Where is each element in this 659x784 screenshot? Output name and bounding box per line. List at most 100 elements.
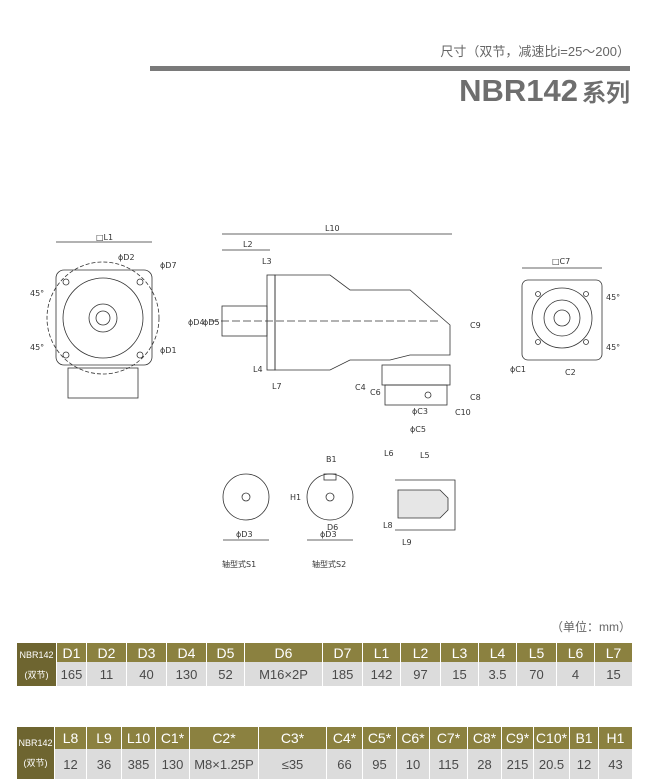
table-cell: 20.5 (534, 749, 570, 779)
label-c3: ϕC3 (412, 407, 428, 416)
column-header: H1 (599, 727, 633, 749)
dimension-subtitle: 尺寸（双节，减速比i=25～200） (440, 44, 630, 59)
table-cell: 43 (599, 749, 633, 779)
table-cell: 28 (468, 749, 502, 779)
label-45d: 45° (606, 343, 620, 352)
table-cell: 3.5 (479, 662, 517, 686)
shaft-s1: ϕD3 轴型式S1 (222, 473, 270, 569)
label-s2-d3: ϕD3 (320, 530, 337, 539)
label-45a: 45° (30, 289, 44, 298)
table-cell: 142 (363, 662, 401, 686)
label-c7: □C7 (552, 257, 570, 266)
table-cell: 97 (401, 662, 441, 686)
table-cell: 12 (55, 749, 87, 779)
column-header: L8 (55, 727, 87, 749)
table-cell: ≤35 (259, 749, 327, 779)
column-header: C1* (156, 727, 190, 749)
model-name: NBR142 (19, 649, 54, 660)
label-l10: L10 (325, 224, 340, 233)
label-d7: ϕD7 (160, 261, 177, 270)
label-l6: L6 (384, 449, 394, 458)
label-l5: L5 (420, 451, 430, 460)
label-b1: B1 (326, 455, 337, 464)
table-cell: 215 (502, 749, 534, 779)
column-header: L4 (479, 643, 517, 662)
caption-s2: 轴型式S2 (312, 559, 346, 569)
label-d1: ϕD1 (160, 346, 177, 355)
model-name: NBR142 (18, 738, 53, 748)
column-header: L7 (595, 643, 633, 662)
label-d5: ϕD5 (203, 318, 220, 327)
label-l7: L7 (272, 382, 282, 391)
label-l2: L2 (243, 240, 253, 249)
table-cell: 130 (156, 749, 190, 779)
table-cell: 11 (87, 662, 127, 686)
label-l9: L9 (402, 538, 412, 547)
label-c8: C8 (470, 393, 481, 402)
column-header: C10* (534, 727, 570, 749)
column-header: L9 (87, 727, 122, 749)
column-header: C9* (502, 727, 534, 749)
column-header: L2 (401, 643, 441, 662)
label-d2: ϕD2 (118, 253, 135, 262)
title-model: NBR142 (459, 73, 578, 108)
label-45b: 45° (30, 343, 44, 352)
column-header: D1 (57, 643, 87, 662)
column-header: L3 (441, 643, 479, 662)
label-s1-d3: ϕD3 (236, 530, 253, 539)
table-cell: 165 (57, 662, 87, 686)
model-sub: (双节) (23, 758, 48, 768)
label-c5: ϕC5 (410, 425, 426, 434)
column-header: C2* (190, 727, 259, 749)
table-cell: 15 (595, 662, 633, 686)
table-cell: 36 (87, 749, 122, 779)
table-cell: 40 (127, 662, 167, 686)
column-header: C8* (468, 727, 502, 749)
column-header: D5 (207, 643, 245, 662)
label-c6: C6 (370, 388, 381, 397)
model-cell: NBR142 (双节) (17, 727, 55, 779)
model-cell: NBR142 (双节) (17, 643, 57, 686)
column-header: D6 (245, 643, 323, 662)
table-cell: 12 (570, 749, 599, 779)
label-c9: C9 (470, 321, 481, 330)
rear-view: □C7 45° 45° ϕC1 C2 (510, 257, 620, 377)
unit-note: （单位：mm） (551, 620, 631, 634)
column-header: C3* (259, 727, 327, 749)
column-header: D3 (127, 643, 167, 662)
table-cell: M16×2P (245, 662, 323, 686)
column-header: B1 (570, 727, 599, 749)
column-header: L5 (517, 643, 557, 662)
shaft-s2: B1 H1 D6 ϕD3 轴型式S2 (290, 455, 354, 569)
column-header: C6* (397, 727, 430, 749)
column-header: D4 (167, 643, 207, 662)
table-cell: 4 (557, 662, 595, 686)
title-divider (150, 66, 630, 71)
technical-drawing: □L1 ϕD2 ϕD7 45° 45° ϕD1 L10 L2 L3 ϕD4 ϕD… (30, 224, 620, 569)
side-view: L10 L2 L3 ϕD4 ϕD5 L4 L7 C9 C4 C6 ϕC3 ϕC5… (188, 224, 481, 434)
label-d6: D6 (327, 523, 338, 532)
table-cell: 185 (323, 662, 363, 686)
table-cell: 10 (397, 749, 430, 779)
table-cell: 130 (167, 662, 207, 686)
column-header: L6 (557, 643, 595, 662)
table-cell: 52 (207, 662, 245, 686)
column-header: C5* (363, 727, 397, 749)
label-c4: C4 (355, 383, 366, 392)
caption-s1: 轴型式S1 (222, 559, 256, 569)
label-l4: L4 (253, 365, 263, 374)
label-l3: L3 (262, 257, 272, 266)
table-cell: 66 (327, 749, 363, 779)
table-cell: 115 (430, 749, 468, 779)
table-cell: 15 (441, 662, 479, 686)
label-c10: C10 (455, 408, 471, 417)
label-d4: ϕD4 (188, 318, 205, 327)
column-header: D2 (87, 643, 127, 662)
table-cell: 95 (363, 749, 397, 779)
title-suffix: 系列 (582, 80, 630, 107)
label-c1: ϕC1 (510, 365, 526, 374)
label-h1: H1 (290, 493, 301, 502)
model-sub: (双节) (24, 669, 49, 680)
